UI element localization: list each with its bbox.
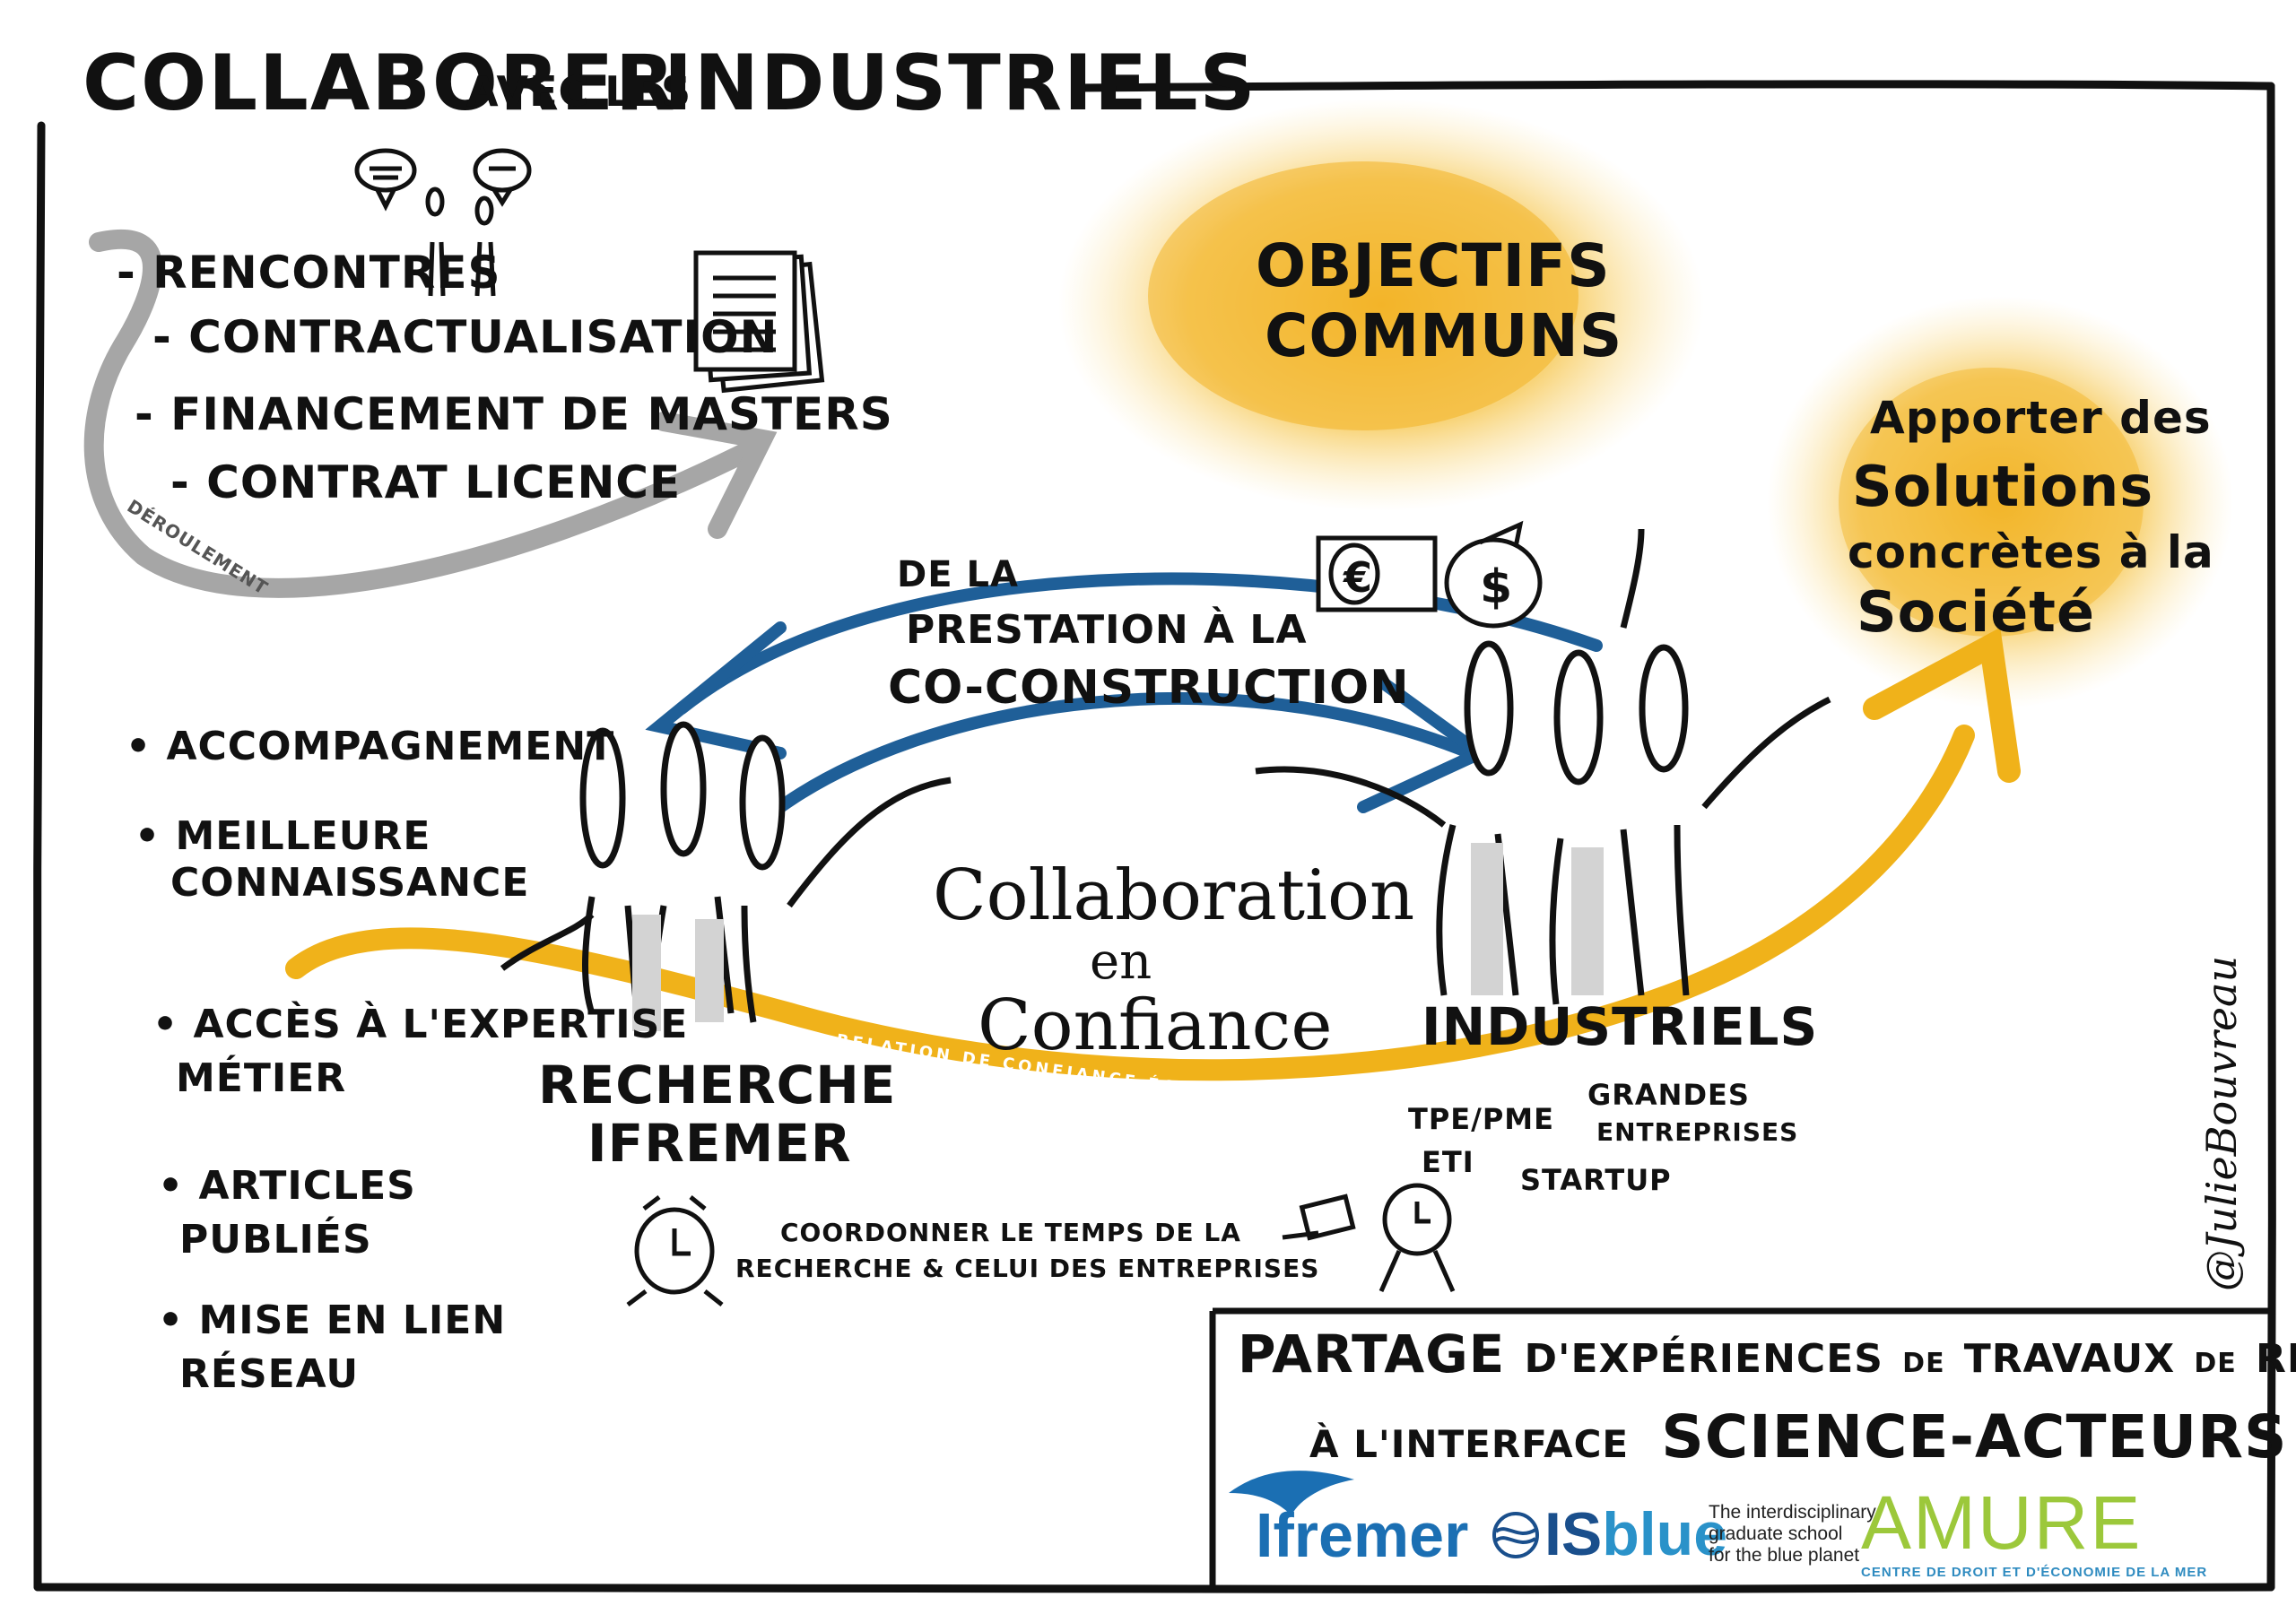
objectifs-line2: communs [1265, 301, 1623, 370]
running-clock-icon [1282, 1183, 1456, 1293]
benefit-connaissance: connaissance [170, 860, 530, 906]
signature: @JulieBouvreau [2197, 955, 2246, 1291]
svg-text:€: € [1343, 553, 1372, 602]
alarm-clock-icon [626, 1195, 724, 1306]
benefit-reseau: réseau [179, 1351, 360, 1397]
apporter-line2: Solutions [1852, 454, 2154, 519]
coordonner-line1: Coordonner le temps de la [780, 1218, 1241, 1247]
industrials-group [1255, 528, 1831, 1005]
apporter-line3: concrètes à la [1848, 526, 2214, 578]
footer-line1: Partage d'expériences de travaux de rech… [1238, 1327, 2296, 1382]
objectifs-line1: Objectifs [1256, 231, 1611, 300]
footer-partage: Partage [1238, 1324, 1506, 1384]
isblue-tagline-2: graduate school [1709, 1523, 1843, 1545]
recherche-line2: Ifremer [587, 1113, 852, 1174]
banknote-icon: € [1316, 535, 1438, 612]
amure-logo-text: AMURE [1861, 1480, 2143, 1565]
title-collaborer: Collaborer [83, 39, 677, 128]
footer-de1: de [1902, 1348, 1945, 1379]
isblue-logo: ISblue [1544, 1499, 1727, 1569]
deroulement-item-contractualisation: - Contractualisation [152, 311, 778, 363]
title-avec-les: avec les [466, 67, 692, 116]
apporter-line1: Apporter des [1870, 392, 2212, 444]
svg-text:$: $ [1480, 560, 1512, 614]
benefit-acces: • Accès à l'expertise [152, 1002, 689, 1047]
footer-science-acteurs: Science-Acteurs [1661, 1402, 2288, 1471]
isblue-is: IS [1544, 1500, 1603, 1568]
money-bag-icon: $ [1444, 520, 1543, 629]
deroulement-item-rencontres: - Rencontres [117, 247, 501, 299]
industriels-title: Industriels [1422, 996, 1819, 1057]
isblue-blue: blue [1602, 1500, 1728, 1568]
footer-recherche: recherche [2255, 1336, 2296, 1382]
footer-experiences: d'expériences [1524, 1336, 1883, 1382]
footer-de2: de [2194, 1348, 2237, 1379]
deroulement-arrow [83, 229, 778, 598]
deroulement-item-contrat: - Contrat licence [170, 456, 682, 508]
industriels-entreprises: entreprises [1596, 1117, 1799, 1147]
benefit-mise-en-lien: • Mise en lien [158, 1298, 507, 1343]
industriels-tpe: TPE/PME [1408, 1102, 1554, 1136]
researchers-group [500, 721, 952, 1031]
footer-travaux: travaux [1963, 1336, 2176, 1382]
isblue-tagline: The interdisciplinary graduate school fo… [1709, 1502, 1876, 1567]
arrow-label-line3: co-construction [888, 661, 1410, 715]
collaboration-line3: Confiance [978, 985, 1333, 1066]
relation-curve [285, 627, 2021, 1081]
isblue-logo-mark [1492, 1512, 1539, 1558]
isblue-tagline-3: for the blue planet [1709, 1545, 1860, 1567]
footer-interface: à l'interface [1309, 1422, 1630, 1466]
objectifs-blob [1058, 99, 1704, 511]
industriels-eti: ETI [1422, 1145, 1474, 1179]
benefit-metier: métier [176, 1055, 347, 1101]
collaboration-line1: Collaboration [933, 855, 1415, 936]
footer-line2: à l'interface Science-Acteurs [1309, 1406, 2288, 1468]
footer-box [1209, 1307, 2271, 1587]
amure-subtitle: CENTRE DE DROIT ET D'ÉCONOMIE DE LA MER [1861, 1565, 2208, 1580]
ifremer-logo: Ifremer [1256, 1500, 1469, 1570]
benefit-meilleure: • Meilleure [135, 813, 431, 859]
benefit-articles: • Articles [158, 1163, 416, 1209]
document-stack-icon [693, 250, 825, 394]
title-industriels: Industriels [664, 39, 1257, 128]
industriels-startup: Startup [1520, 1163, 1672, 1197]
coordonner-line2: recherche & celui des entreprises [735, 1254, 1320, 1283]
industriels-grandes: Grandes [1587, 1078, 1750, 1112]
frame [32, 80, 2277, 1594]
amure-logo: AMURE [1861, 1480, 2142, 1567]
benefit-accompagnement: • Accompagnement [126, 724, 615, 769]
benefit-publies: publiés [179, 1217, 372, 1263]
isblue-tagline-1: The interdisciplinary [1709, 1502, 1876, 1523]
apporter-line4: Société [1857, 579, 2095, 645]
recherche-line1: Recherche [538, 1055, 897, 1115]
apporter-blob [1767, 296, 2233, 708]
speech-bubble-icon [354, 148, 532, 297]
arrow-label-line1: de la [897, 554, 1019, 595]
collaboration-line2: en [1090, 933, 1152, 991]
arrow-label-line2: prestation à la [906, 607, 1308, 653]
deroulement-item-financement: - Financement de masters [135, 388, 893, 440]
ifremer-logo-mark [1229, 1471, 1354, 1515]
